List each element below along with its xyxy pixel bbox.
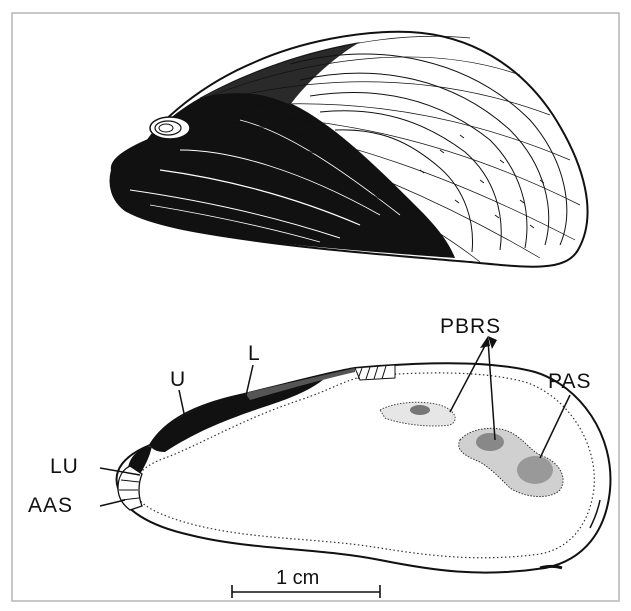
label-aas: AAS bbox=[28, 494, 73, 517]
label-lu: LU bbox=[50, 455, 79, 478]
label-pbrs: PBRS bbox=[440, 315, 501, 338]
label-pas: PAS bbox=[548, 370, 591, 393]
label-u: U bbox=[170, 368, 186, 391]
scale-bar-label: 1 cm bbox=[276, 567, 319, 589]
shell-interior-drawing bbox=[117, 363, 611, 572]
shell-exterior-drawing bbox=[111, 32, 588, 267]
scale-bar: 1 cm bbox=[232, 567, 380, 598]
label-l: L bbox=[248, 342, 261, 365]
